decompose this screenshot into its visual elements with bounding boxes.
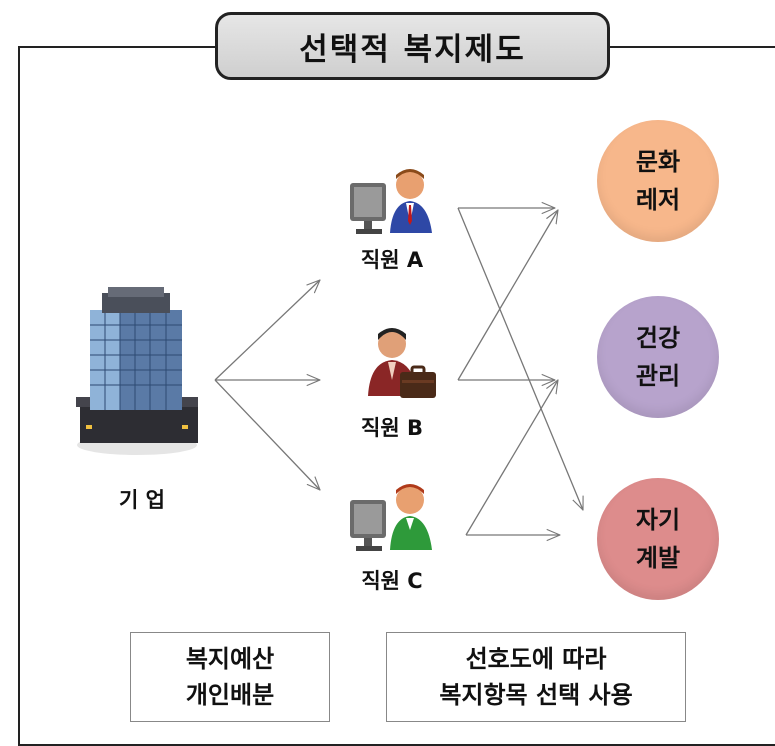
arrow-c-to-health xyxy=(465,380,558,536)
employee-computer-icon xyxy=(350,484,432,551)
arrow-company-to-employee-c xyxy=(214,379,320,490)
arrow-company-to-employee-a xyxy=(214,280,320,381)
welfare-item-line2: 레저 xyxy=(635,186,681,214)
welfare-item-line1: 자기 xyxy=(635,506,681,534)
welfare-item-line2: 관리 xyxy=(635,362,681,390)
note-line1: 복지예산 xyxy=(185,645,275,673)
employee-c-label: 직원 C xyxy=(361,569,423,593)
diagram-title: 선택적 복지제도 xyxy=(215,12,610,80)
welfare-item-line1: 문화 xyxy=(635,148,681,176)
welfare-item-line1: 건강 xyxy=(635,324,681,352)
arrow-b-to-culture xyxy=(457,210,558,381)
employee-b-label: 직원 B xyxy=(361,416,423,440)
employee-briefcase-icon xyxy=(368,328,436,398)
employee-a-label: 직원 A xyxy=(360,248,424,272)
employee-computer-icon xyxy=(350,169,432,234)
company-label: 기 업 xyxy=(119,488,165,512)
welfare-item-line2: 계발 xyxy=(635,544,681,572)
budget-allocation-note: 복지예산 개인배분 xyxy=(130,632,330,722)
arrow-a-to-selfdev xyxy=(457,207,583,510)
note-line2: 복지항목 선택 사용 xyxy=(439,681,633,709)
note-line1: 선호도에 따라 xyxy=(465,645,607,673)
preference-selection-note: 선호도에 따라 복지항목 선택 사용 xyxy=(386,632,686,722)
office-building-icon xyxy=(76,287,198,455)
note-line2: 개인배분 xyxy=(185,681,275,709)
